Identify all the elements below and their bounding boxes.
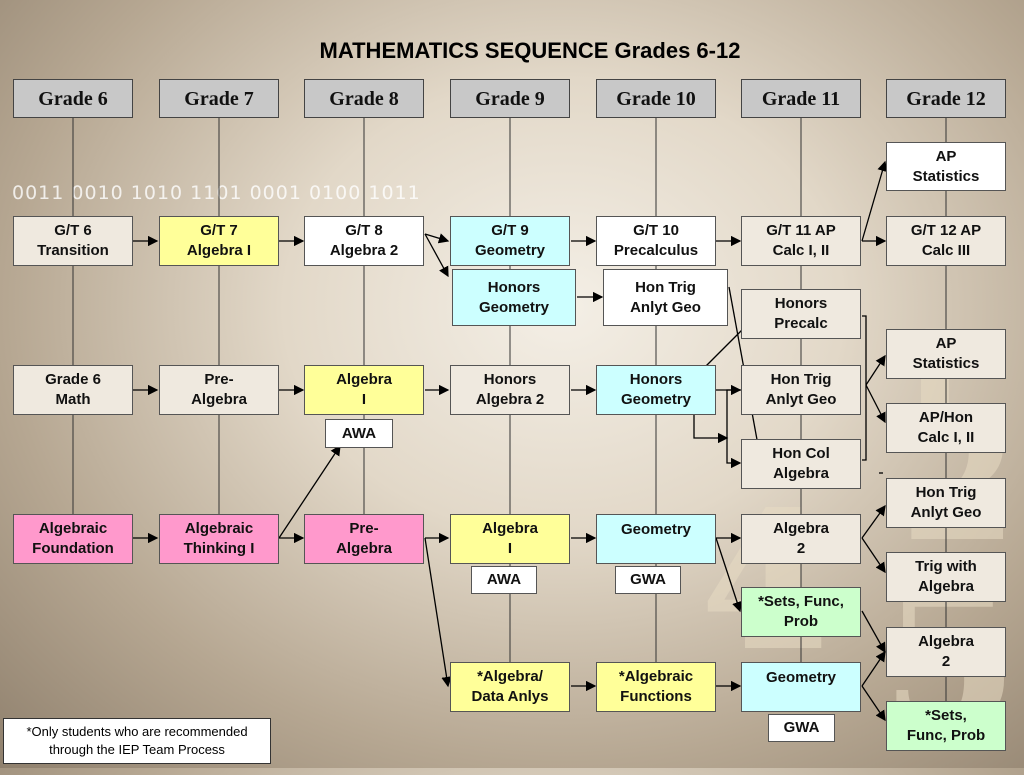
sets-func-prob-12-box: *Sets, Func, Prob <box>886 701 1006 751</box>
grade6-math-box: Grade 6 Math <box>13 365 133 415</box>
gt8-algebra2-box: G/T 8 Algebra 2 <box>304 216 424 266</box>
geometry-10-box: Geometry <box>596 514 716 564</box>
ap-statistics-2-box: AP Statistics <box>886 329 1006 379</box>
gt11-ap-calc-box: G/T 11 AP Calc I, II <box>741 216 861 266</box>
page-title: MATHEMATICS SEQUENCE Grades 6-12 <box>319 38 741 63</box>
pre-algebra-7-box: Pre- Algebra <box>159 365 279 415</box>
algebra1-9-box: Algebra I <box>450 514 570 564</box>
honors-algebra2-9-box: Honors Algebra 2 <box>450 365 570 415</box>
grade-10-header: Grade 10 <box>596 79 716 118</box>
grade-12-header: Grade 12 <box>886 79 1006 118</box>
honors-geometry-10-box: Honors Geometry <box>596 365 716 415</box>
gt9-geometry-box: G/T 9 Geometry <box>450 216 570 266</box>
grade-6-header: Grade 6 <box>13 79 133 118</box>
honors-precalc-box: Honors Precalc <box>741 289 861 339</box>
gt6-transition-box: G/T 6 Transition <box>13 216 133 266</box>
grade-11-header: Grade 11 <box>741 79 861 118</box>
grade-9-header: Grade 9 <box>450 79 570 118</box>
hon-trig-anlyt-geo-11-box: Hon Trig Anlyt Geo <box>741 365 861 415</box>
gt7-algebra1-box: G/T 7 Algebra I <box>159 216 279 266</box>
sequence-arrows <box>133 160 888 722</box>
algebra2-11-box: Algebra 2 <box>741 514 861 564</box>
algebraic-thinking-box: Algebraic Thinking I <box>159 514 279 564</box>
decorative-digit-4: 4 <box>700 470 833 693</box>
ap-statistics-box: AP Statistics <box>886 142 1006 191</box>
algebra-data-anlys-box: *Algebra/ Data Anlys <box>450 662 570 712</box>
binary-background-text: 0011 0010 1010 1101 0001 0100 1011 <box>12 182 421 204</box>
algebraic-functions-box: *Algebraic Functions <box>596 662 716 712</box>
honors-geometry-9-box: Honors Geometry <box>452 269 576 326</box>
hon-trig-anlyt-geo-10-box: Hon Trig Anlyt Geo <box>603 269 728 326</box>
geometry-11-box: Geometry <box>741 662 861 712</box>
algebra1-8-box: Algebra I <box>304 365 424 415</box>
trig-with-algebra-box: Trig with Algebra <box>886 552 1006 602</box>
algebra2-12-box: Algebra 2 <box>886 627 1006 677</box>
grade-8-header: Grade 8 <box>304 79 424 118</box>
hon-trig-anlyt-geo-12-box: Hon Trig Anlyt Geo <box>886 478 1006 528</box>
hon-col-algebra-box: Hon Col Algebra <box>741 439 861 489</box>
sets-func-prob-11-box: *Sets, Func, Prob <box>741 587 861 637</box>
gwa-10-box: GWA <box>615 566 681 594</box>
gwa-11-box: GWA <box>768 714 835 742</box>
gt12-ap-calc3-box: G/T 12 AP Calc III <box>886 216 1006 266</box>
awa-9-box: AWA <box>471 566 537 594</box>
ap-hon-calc-box: AP/Hon Calc I, II <box>886 403 1006 453</box>
algebraic-foundation-box: Algebraic Foundation <box>13 514 133 564</box>
pre-algebra-8-box: Pre- Algebra <box>304 514 424 564</box>
iep-footnote: *Only students who are recommended throu… <box>3 718 271 764</box>
gt10-precalculus-box: G/T 10 Precalculus <box>596 216 716 266</box>
awa-8-box: AWA <box>325 419 393 448</box>
grade-7-header: Grade 7 <box>159 79 279 118</box>
